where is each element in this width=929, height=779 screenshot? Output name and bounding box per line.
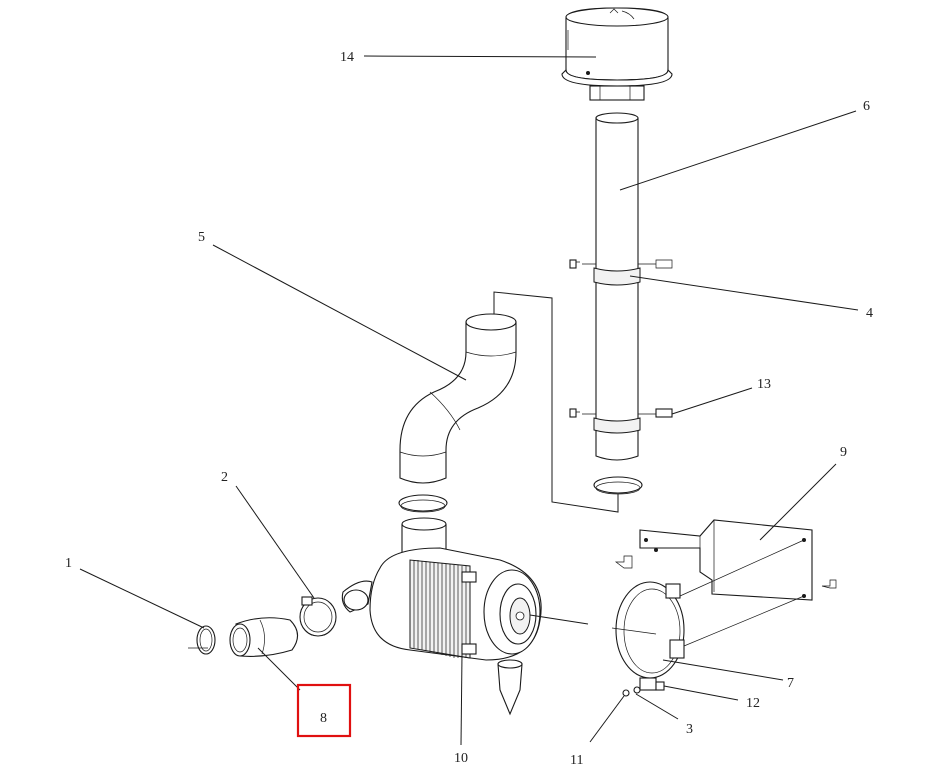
callout-12: 12 <box>746 696 760 711</box>
part-5-s-elbow <box>399 313 517 484</box>
callout-11: 11 <box>570 753 583 768</box>
part-10-air-cleaner <box>341 517 542 716</box>
callout-13: 13 <box>757 377 771 392</box>
callout-10: 10 <box>454 751 468 766</box>
part-2-clamp <box>299 596 337 637</box>
parts-11-12-3-fasteners <box>622 681 665 697</box>
callout-8: 8 <box>320 711 327 726</box>
highlight-box <box>296 683 352 738</box>
part-7-mounting-band <box>611 581 685 691</box>
callout-6: 6 <box>863 99 870 114</box>
part-8-hose <box>229 617 299 657</box>
elbow-clamp <box>398 494 448 513</box>
part-9-bracket <box>614 519 837 647</box>
callout-14: 14 <box>340 50 354 65</box>
callout-1: 1 <box>65 556 72 571</box>
callout-5: 5 <box>198 230 205 245</box>
part-6-intake-pipe <box>569 112 673 461</box>
callout-2: 2 <box>221 470 228 485</box>
pipe-clamp <box>593 476 643 495</box>
callout-3: 3 <box>686 722 693 737</box>
part-14-rain-cap <box>561 7 673 101</box>
callout-7: 7 <box>787 676 794 691</box>
callout-9: 9 <box>840 445 847 460</box>
callout-4: 4 <box>866 306 873 321</box>
part-1-clamp <box>188 625 216 655</box>
